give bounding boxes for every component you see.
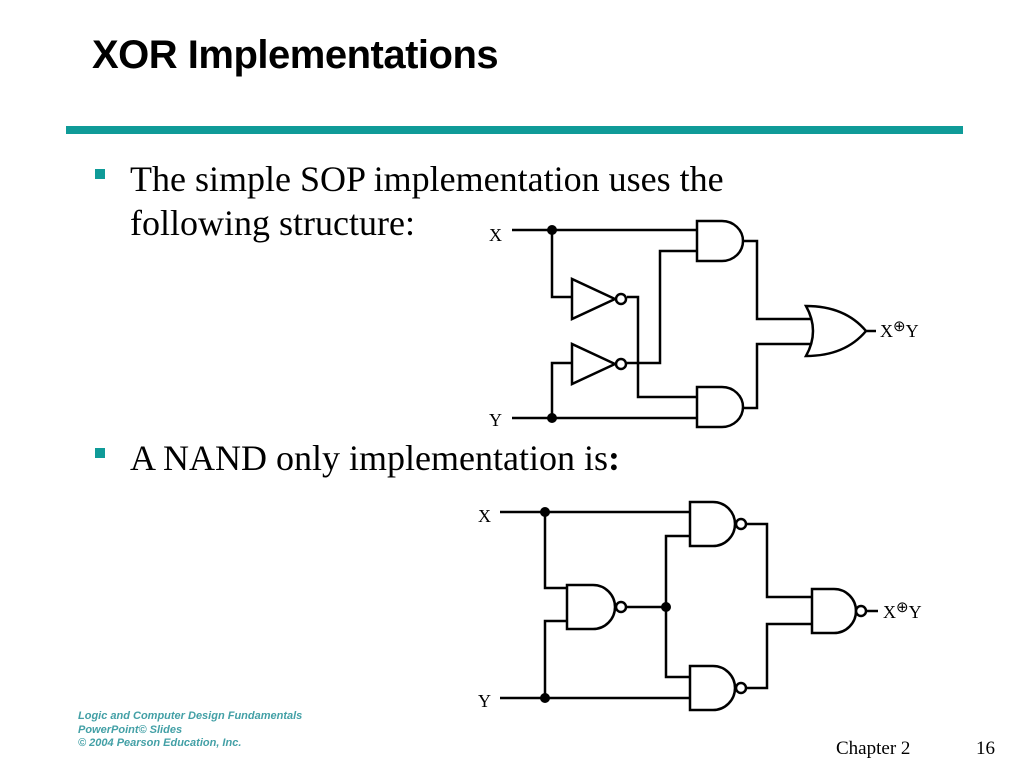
nand-gate-output: [810, 587, 868, 635]
nand-gate-middle: [565, 583, 628, 631]
bullet-marker-1: [95, 169, 105, 179]
nand-output-x: X: [883, 602, 896, 622]
sop-inverter-top: [570, 277, 628, 321]
bullet-text-2-colon: :: [607, 438, 620, 478]
sop-output-x: X: [880, 321, 893, 341]
nand-junction-x: [540, 507, 550, 517]
sop-and-gate-bottom: [695, 385, 745, 429]
nand-junction-mid: [661, 602, 671, 612]
sop-output-label: X⊕Y: [880, 319, 919, 341]
footer-line-1: Logic and Computer Design Fundamentals: [78, 710, 303, 722]
nand-gate-bottom: [688, 664, 748, 712]
bullet-text-1-line1: The simple SOP implementation uses the: [130, 159, 724, 199]
title-divider: [66, 126, 963, 134]
sop-output-y: Y: [906, 321, 919, 341]
sop-inverter-bottom: [570, 342, 628, 386]
sop-input-x-label: X: [489, 225, 502, 245]
bullet-text-2: A NAND only implementation is:: [130, 436, 620, 480]
nand-input-y-label: Y: [478, 691, 491, 711]
sop-input-y-label: Y: [489, 410, 502, 430]
nand-output-xor-symbol: ⊕: [896, 600, 909, 616]
nand-input-x-label: X: [478, 506, 491, 526]
nand-xor-diagram: [500, 510, 878, 700]
nand-output-y: Y: [909, 602, 922, 622]
sop-output-xor-symbol: ⊕: [893, 319, 906, 335]
bullet-text-1-line2: following structure:: [130, 203, 415, 243]
nand-output-label: X⊕Y: [883, 600, 922, 622]
footer-copyright: Logic and Computer Design Fundamentals P…: [78, 710, 302, 751]
bullet-text-2-main: A NAND only implementation is: [130, 438, 608, 478]
sop-or-gate: [803, 304, 868, 358]
nand-gate-top: [688, 500, 748, 548]
footer-line-3: © 2004 Pearson Education, Inc.: [78, 737, 242, 749]
bullet-marker-2: [95, 448, 105, 458]
slide-title: XOR Implementations: [92, 33, 499, 77]
footer-line-2: PowerPoint© Slides: [78, 723, 183, 736]
footer-chapter: Chapter 2: [836, 738, 911, 759]
sop-and-gate-top: [695, 219, 745, 263]
page-number: 16: [976, 738, 995, 759]
sop-junction-x: [547, 225, 557, 235]
nand-junction-y: [540, 693, 550, 703]
sop-junction-y: [547, 413, 557, 423]
bullet-text-1: The simple SOP implementation uses the f…: [130, 157, 724, 245]
